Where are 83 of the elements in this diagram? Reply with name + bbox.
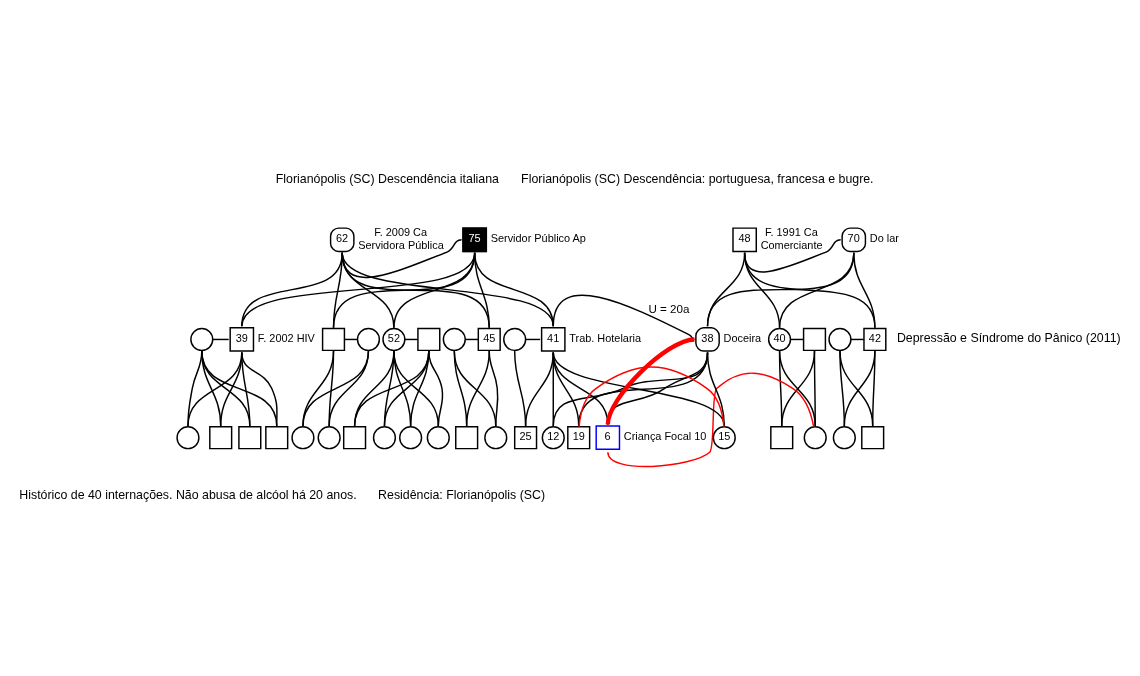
node-box: 48 bbox=[732, 227, 757, 253]
node-circle bbox=[317, 426, 341, 450]
connector bbox=[393, 350, 412, 427]
node-label: Do lar bbox=[869, 232, 899, 245]
connector bbox=[241, 351, 278, 427]
node-circle bbox=[356, 327, 381, 352]
node-circle bbox=[442, 327, 466, 352]
node-circle bbox=[176, 426, 200, 450]
node-box bbox=[455, 426, 479, 450]
node-box bbox=[770, 426, 794, 450]
node-label: Comerciante bbox=[760, 238, 823, 251]
node-box: 19 bbox=[567, 426, 591, 450]
node-label: Servidor Público Ap bbox=[490, 232, 586, 245]
node-box bbox=[265, 426, 289, 450]
node-circle bbox=[803, 426, 827, 450]
node-label: F. 2002 HIV bbox=[257, 332, 315, 344]
node-box bbox=[417, 327, 441, 352]
connector bbox=[409, 350, 430, 427]
connector bbox=[332, 252, 343, 329]
node-circle bbox=[372, 426, 397, 450]
node-circle: 52 bbox=[382, 327, 406, 352]
node-circle bbox=[484, 426, 508, 450]
connector bbox=[778, 350, 783, 427]
node-box bbox=[209, 426, 233, 450]
connector bbox=[453, 350, 468, 427]
node-label: Criança Focal 10 bbox=[623, 430, 707, 443]
label: Florianópolis (SC) Descendência: portuguesa, francesa e bugre. bbox=[521, 171, 874, 186]
node-box bbox=[861, 426, 885, 450]
connector bbox=[393, 350, 440, 427]
connector bbox=[453, 350, 497, 427]
node-circle bbox=[190, 327, 214, 352]
node-circle: 15 bbox=[712, 426, 736, 450]
node-box: 6 bbox=[595, 425, 621, 451]
node-circle bbox=[426, 426, 450, 450]
label: Depressão e Síndrome do Pânico (2011) bbox=[896, 331, 1121, 346]
node-circle bbox=[828, 327, 852, 352]
label: Histórico de 40 internações. Não abusa de alcóol há 20 anos. bbox=[19, 488, 357, 503]
node-circle bbox=[832, 426, 856, 450]
node-circle bbox=[291, 426, 315, 450]
connector bbox=[187, 350, 203, 427]
connector bbox=[383, 350, 430, 427]
node-box: 41 bbox=[540, 327, 566, 352]
connector bbox=[706, 252, 855, 328]
label: Florianópolis (SC) Descendência italiana bbox=[275, 171, 499, 186]
connector bbox=[302, 350, 335, 427]
connector bbox=[241, 252, 476, 328]
node-label: F. 1991 Ca bbox=[765, 226, 818, 239]
node-label: Servidora Pública bbox=[358, 238, 444, 251]
node-box bbox=[321, 327, 346, 352]
connector bbox=[743, 239, 842, 273]
connector bbox=[302, 350, 370, 427]
node-circle bbox=[399, 426, 423, 450]
connector bbox=[578, 366, 725, 428]
node-circle bbox=[503, 327, 527, 352]
node-label: Doceira bbox=[723, 332, 762, 344]
node-label: F. 2009 Ca bbox=[374, 226, 428, 239]
node-box bbox=[802, 327, 827, 352]
connector bbox=[743, 252, 876, 329]
connector bbox=[220, 351, 243, 427]
node-box: 42 bbox=[863, 327, 887, 352]
connector bbox=[353, 350, 430, 427]
connector bbox=[187, 351, 243, 427]
connector bbox=[513, 350, 527, 427]
connector bbox=[201, 350, 278, 427]
connector bbox=[328, 350, 335, 427]
label: Residência: Florianópolis (SC) bbox=[378, 488, 546, 503]
node-box bbox=[342, 426, 367, 450]
node-box: 39 bbox=[229, 327, 255, 352]
edge-label: U = 20a bbox=[648, 302, 690, 316]
connector bbox=[853, 252, 876, 329]
node-label: Trab. Hotelaria bbox=[569, 332, 642, 344]
node-box: 25 bbox=[513, 426, 538, 450]
connector bbox=[241, 252, 343, 328]
node-box bbox=[238, 426, 262, 450]
connector bbox=[328, 350, 370, 427]
connector bbox=[605, 337, 695, 425]
connector bbox=[607, 372, 815, 468]
node-circle: 12 bbox=[541, 426, 565, 450]
connector bbox=[201, 350, 222, 427]
node-circle: 40 bbox=[767, 327, 792, 352]
node-box: 45 bbox=[477, 327, 501, 352]
connector bbox=[341, 252, 554, 328]
connector bbox=[201, 350, 251, 427]
